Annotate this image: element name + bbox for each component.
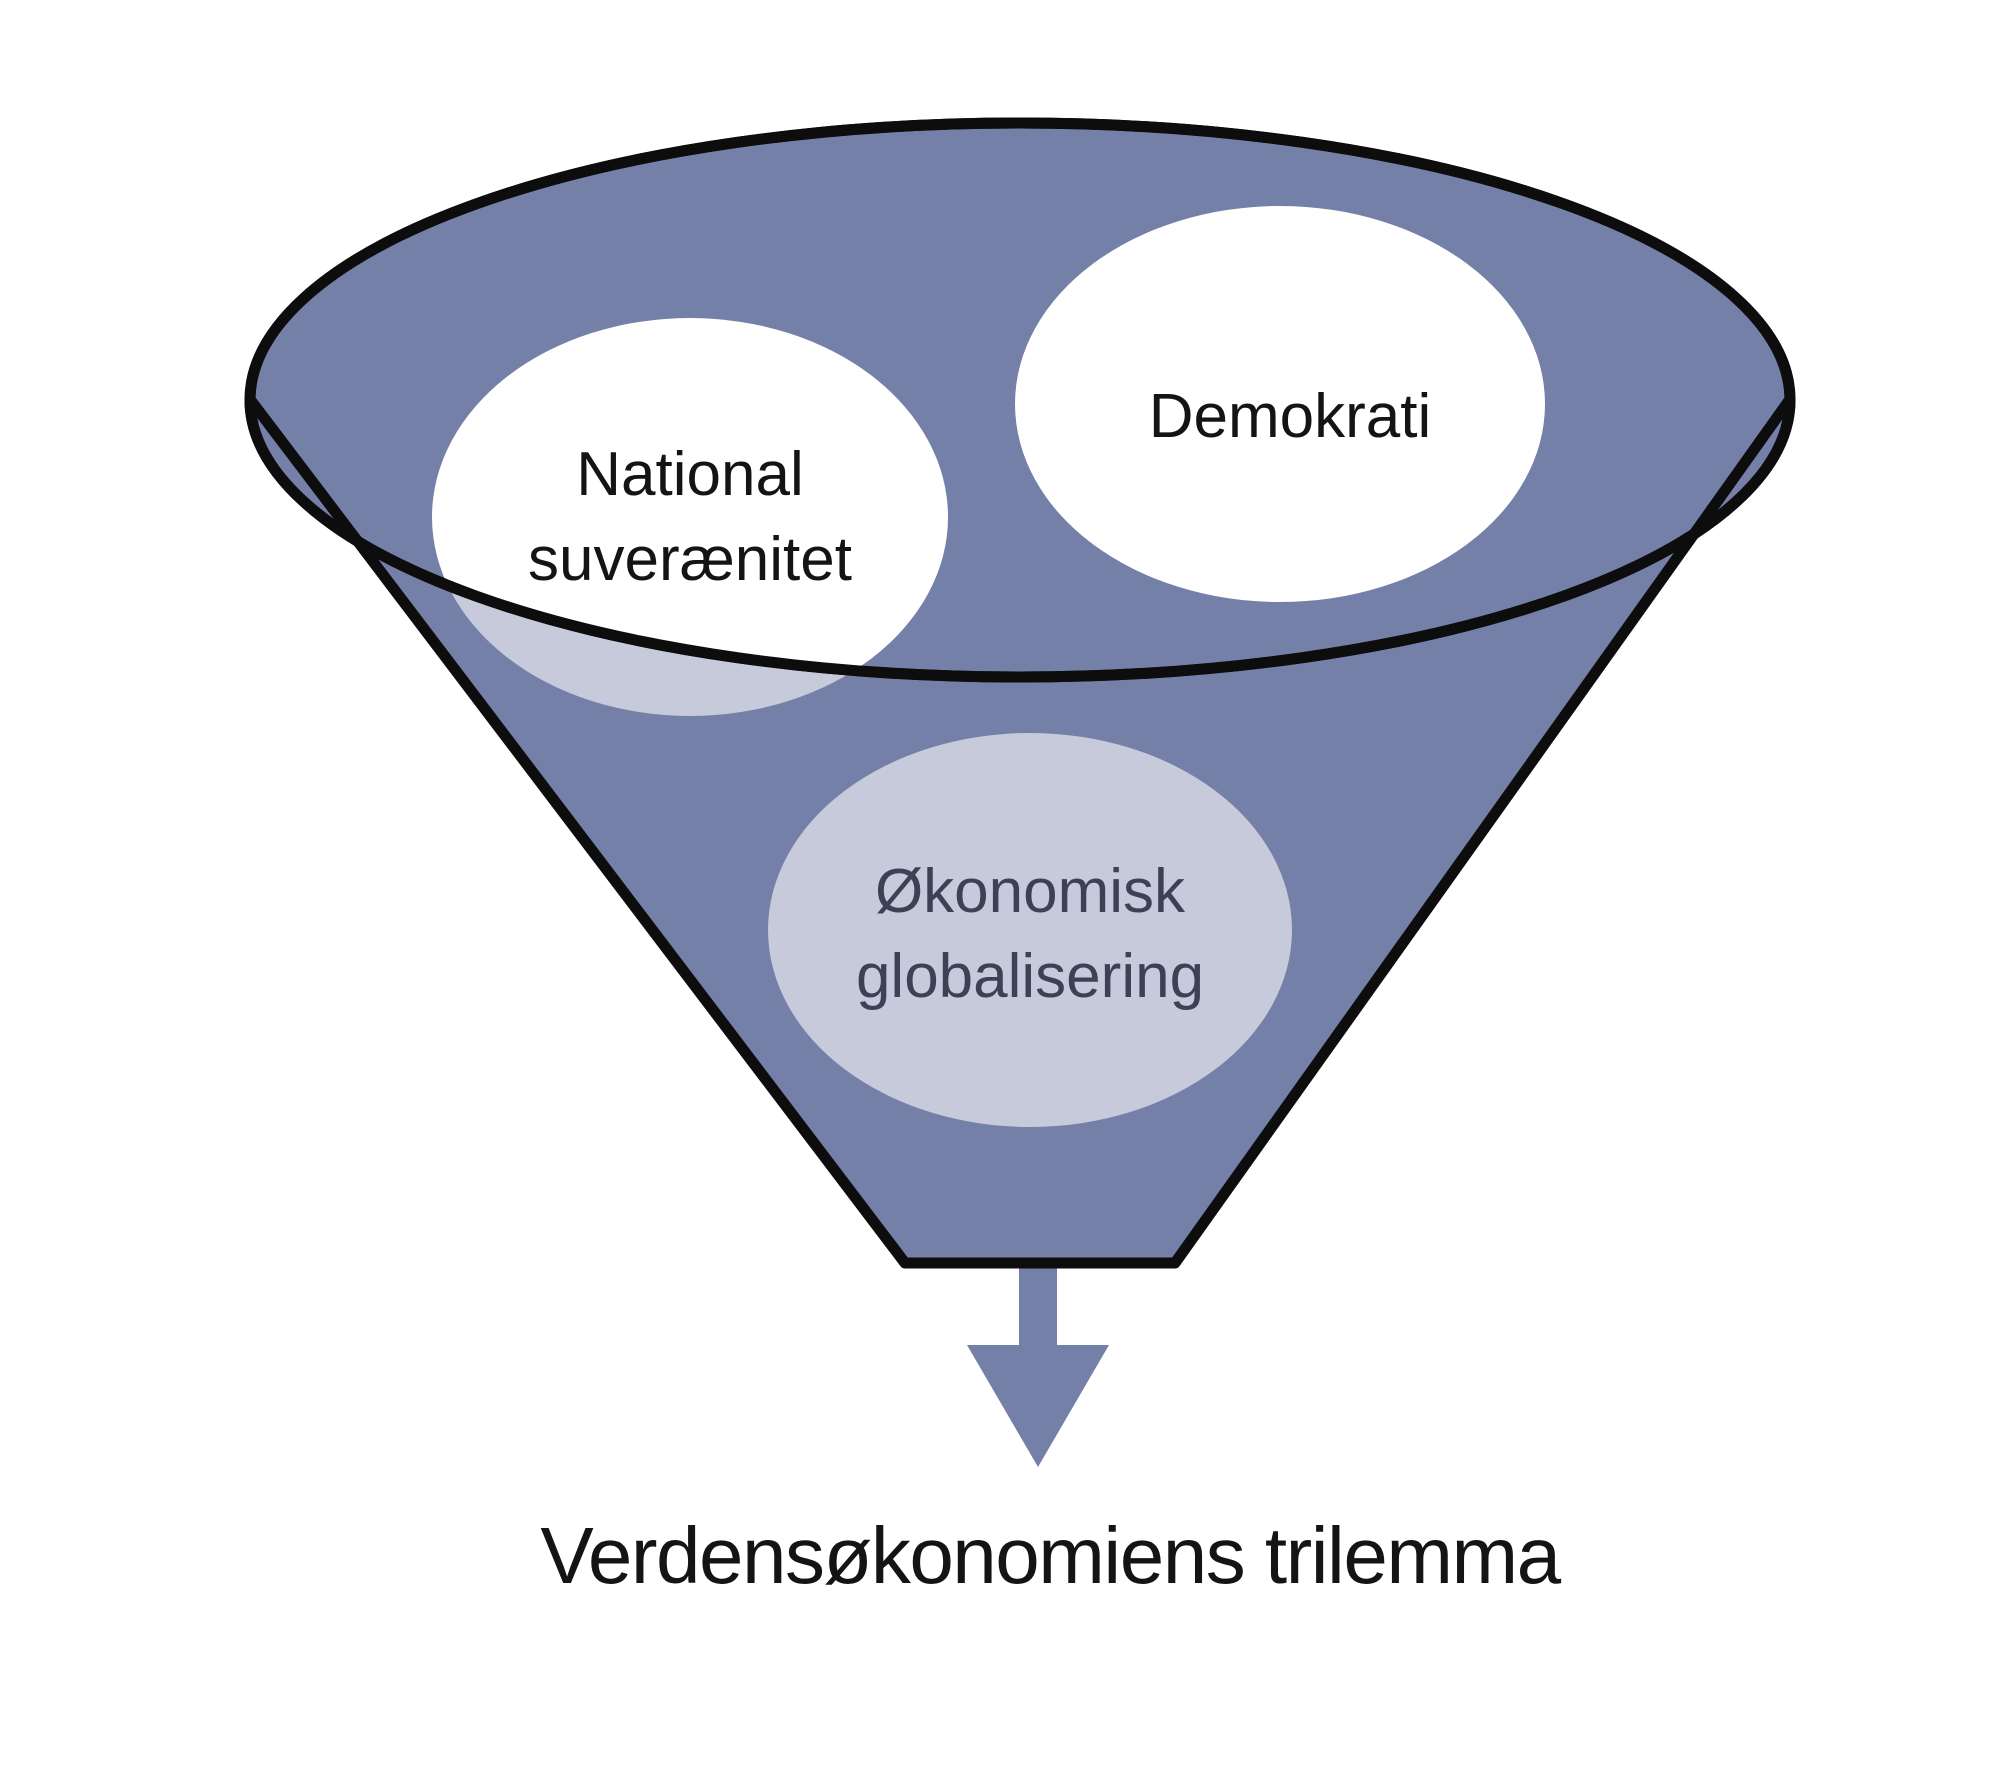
label-national-line1: National: [576, 440, 803, 509]
rim-bubbles-group: [432, 206, 1545, 677]
bubble-okonomisk-globalisering: [768, 733, 1292, 1127]
bubble-national-suveraenitet: [432, 318, 948, 677]
diagram-caption: Verdensøkonomiens trilemma: [540, 1511, 1561, 1600]
funnel-cone-outline: [246, 396, 1794, 1269]
label-demokrati: Demokrati: [1149, 382, 1432, 451]
label-okonomisk-line2: globalisering: [856, 942, 1204, 1011]
label-okonomisk-line1: Økonomisk: [875, 857, 1186, 926]
label-national-line2: suverænitet: [528, 525, 852, 594]
down-arrow-icon: [967, 1266, 1109, 1467]
bubble-demokrati: [1015, 206, 1545, 602]
